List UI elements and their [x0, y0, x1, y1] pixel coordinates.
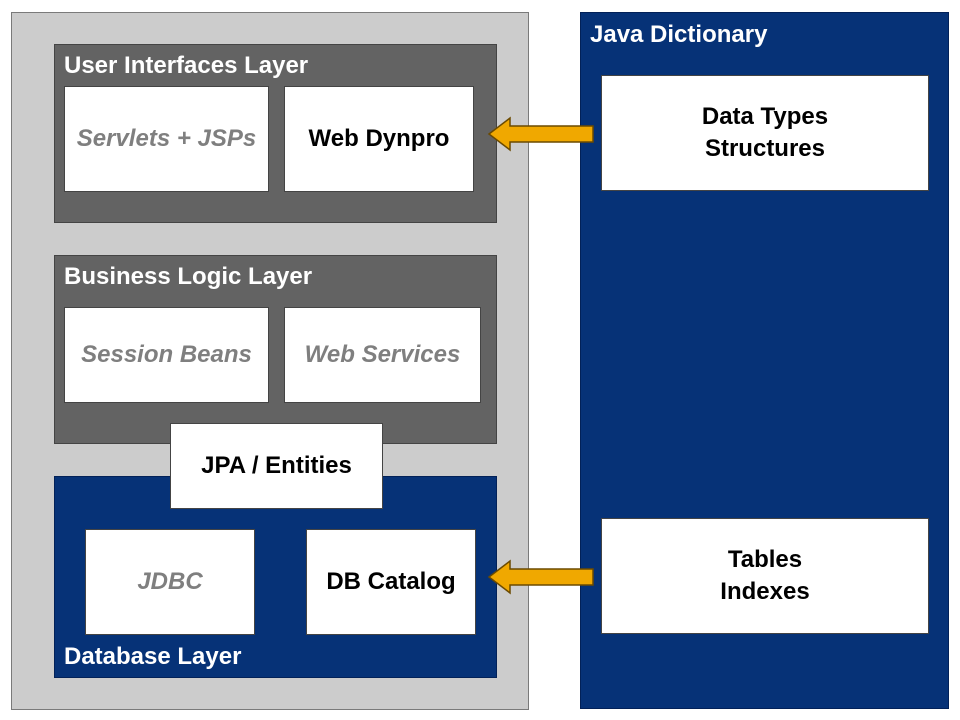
java-dictionary-title: Java Dictionary — [590, 21, 768, 48]
data-types-structures-box: Data Types Structures — [601, 75, 929, 191]
data-types-label: Data Types — [701, 103, 829, 130]
session-beans-box: Session Beans — [64, 307, 269, 403]
tables-indexes-box: Tables Indexes — [601, 518, 929, 634]
structures-label: Structures — [704, 135, 826, 162]
web-dynpro-box: Web Dynpro — [284, 86, 474, 192]
left-arrow-icon — [487, 116, 594, 152]
web-services-box: Web Services — [284, 307, 481, 403]
db-catalog-box: DB Catalog — [306, 529, 476, 635]
left-arrow-icon — [487, 559, 594, 595]
servlets-jsps-box: Servlets + JSPs — [64, 86, 269, 192]
user-interfaces-layer-title: User Interfaces Layer — [64, 52, 309, 79]
jpa-entities-box: JPA / Entities — [170, 423, 383, 509]
business-logic-layer-title: Business Logic Layer — [64, 263, 313, 290]
indexes-label: Indexes — [720, 578, 810, 605]
jdbc-box: JDBC — [85, 529, 255, 635]
tables-label: Tables — [727, 546, 803, 573]
database-layer-title: Database Layer — [64, 643, 242, 670]
